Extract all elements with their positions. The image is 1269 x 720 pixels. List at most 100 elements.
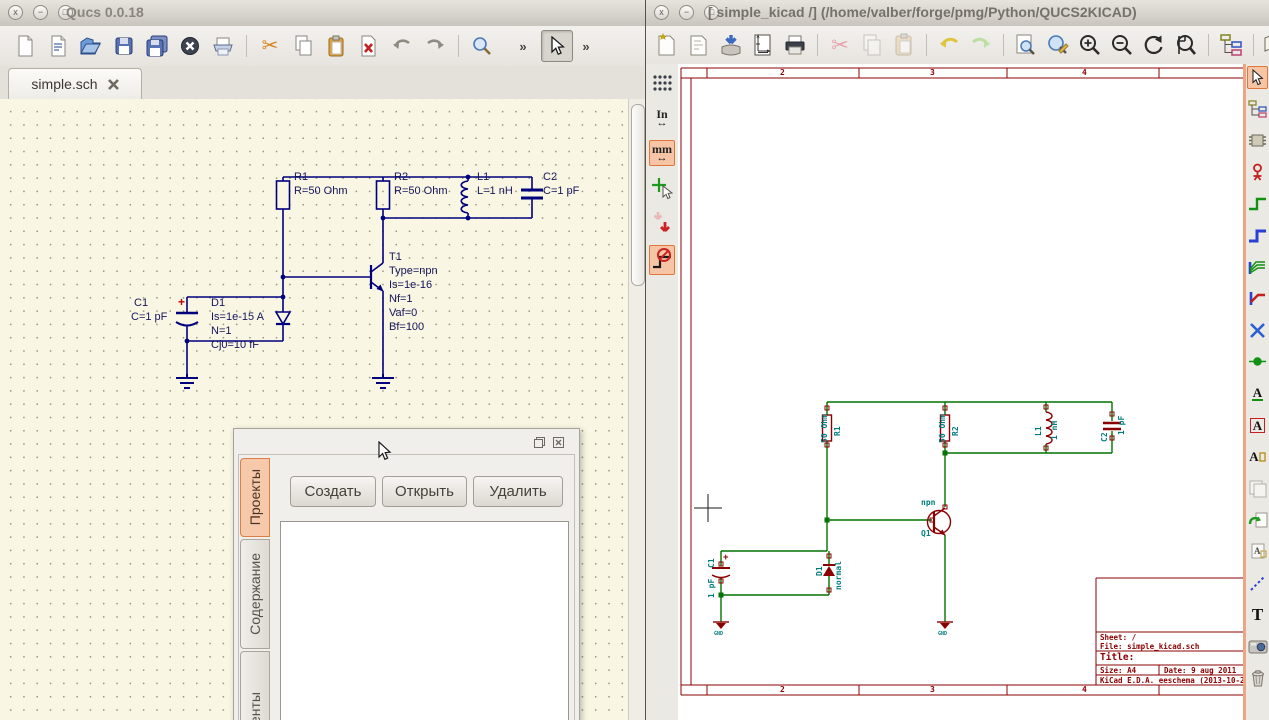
place-text-icon[interactable]: T bbox=[1251, 604, 1264, 624]
open-project-button[interactable]: Открыть bbox=[382, 476, 467, 507]
save-all-documents-icon[interactable] bbox=[144, 32, 170, 60]
c1-value-label[interactable]: 1 pF bbox=[707, 578, 716, 598]
place-bus-to-bus-entry-icon[interactable] bbox=[1247, 287, 1268, 310]
qucs-resistor-r1[interactable] bbox=[275, 177, 291, 277]
t1-ref-label[interactable]: T1 bbox=[389, 251, 402, 263]
copy-icon[interactable] bbox=[859, 31, 885, 59]
q1-ref-label[interactable]: Q1 bbox=[921, 529, 931, 538]
place-global-label-icon[interactable]: A bbox=[1247, 414, 1268, 437]
refresh-icon[interactable] bbox=[1141, 31, 1167, 59]
unit-millimeters-icon[interactable]: mm↔ bbox=[649, 140, 675, 166]
kicad-wires[interactable] bbox=[720, 401, 1113, 622]
close-document-icon[interactable] bbox=[177, 32, 203, 60]
cut-icon[interactable]: ✂ bbox=[831, 33, 849, 57]
tab-content[interactable]: Содержание bbox=[240, 539, 270, 649]
save-schematic-icon[interactable] bbox=[718, 31, 744, 59]
import-sheet-pin-icon[interactable] bbox=[1247, 508, 1268, 531]
place-junction-icon[interactable] bbox=[1247, 350, 1268, 373]
qucs-inductor-l1[interactable] bbox=[460, 177, 469, 218]
place-hierarchical-label-icon[interactable]: A bbox=[1247, 445, 1268, 468]
redo-icon[interactable] bbox=[422, 32, 448, 60]
place-net-label-icon[interactable]: A bbox=[1251, 384, 1264, 401]
project-dialog[interactable]: Проекты Содержание Компоненты Создать От… bbox=[233, 428, 580, 720]
unit-inches-icon[interactable]: In↔ bbox=[656, 106, 668, 129]
place-bus-icon[interactable] bbox=[1247, 224, 1268, 247]
tab-simple-sch[interactable]: simple.sch bbox=[8, 68, 142, 99]
kicad-ground[interactable] bbox=[937, 621, 953, 629]
maximize-window-button[interactable]: □ bbox=[58, 5, 73, 20]
zoom-fit-page-icon[interactable] bbox=[1013, 31, 1039, 59]
close-window-button[interactable]: x bbox=[8, 5, 23, 20]
kicad-schematic-canvas[interactable]: 2 3 4 2 3 4 Sheet: / File: simple_kicad.… bbox=[678, 64, 1244, 720]
l1-value-label[interactable]: L=1 nH bbox=[477, 185, 513, 197]
d1-ref-label[interactable]: D1 bbox=[211, 297, 226, 309]
d1-model-label[interactable]: normal bbox=[834, 561, 843, 590]
d1-param-label[interactable]: Is=1e-15 A bbox=[211, 311, 264, 323]
select-pointer-icon[interactable] bbox=[1247, 66, 1268, 89]
t1-param-label[interactable]: Bf=100 bbox=[389, 321, 425, 333]
cut-icon[interactable]: ✂ bbox=[261, 35, 279, 57]
toolbar-overflow-icon[interactable]: » bbox=[582, 38, 590, 54]
qucs-titlebar[interactable]: x − □ Qucs 0.0.18 bbox=[0, 0, 645, 27]
show-hidden-pins-icon[interactable] bbox=[649, 210, 675, 236]
page-settings-icon[interactable] bbox=[750, 31, 776, 59]
kicad-titlebar[interactable]: x − □ [ simple_kicad /] (/home/valber/fo… bbox=[646, 0, 1269, 27]
tab-projects[interactable]: Проекты bbox=[240, 458, 270, 537]
place-image-icon[interactable] bbox=[1247, 635, 1268, 658]
new-schematic-icon[interactable] bbox=[654, 31, 680, 59]
t1-param-label[interactable]: Is=1e-16 bbox=[389, 279, 433, 291]
select-pointer-button[interactable] bbox=[541, 30, 573, 62]
place-wire-to-bus-entry-icon[interactable] bbox=[1247, 256, 1268, 279]
library-browser-icon[interactable] bbox=[1263, 31, 1269, 59]
place-component-icon[interactable] bbox=[1247, 129, 1268, 152]
place-wire-icon[interactable] bbox=[1247, 192, 1268, 215]
kicad-schematic-drawing[interactable] bbox=[678, 64, 1244, 720]
paste-icon[interactable] bbox=[323, 32, 349, 60]
r2-ref-label[interactable]: R2 bbox=[951, 426, 960, 436]
delete-icon[interactable] bbox=[356, 32, 382, 60]
dock-float-icon[interactable] bbox=[533, 436, 546, 449]
kicad-inductor-l1[interactable] bbox=[1045, 411, 1053, 445]
new-text-document-icon[interactable] bbox=[45, 32, 71, 60]
place-power-port-icon[interactable] bbox=[1247, 161, 1268, 184]
tab-close-icon[interactable] bbox=[107, 78, 119, 90]
qucs-transistor-t1[interactable] bbox=[369, 262, 384, 374]
d1-ref-label[interactable]: D1 bbox=[815, 566, 824, 576]
r2-value-label[interactable]: 50 Ohm bbox=[938, 414, 947, 443]
open-document-icon[interactable] bbox=[78, 32, 104, 60]
r1-value-label[interactable]: R=50 Ohm bbox=[294, 185, 348, 197]
place-sheet-pin-icon[interactable]: A bbox=[1247, 540, 1268, 563]
place-graphic-line-icon[interactable] bbox=[1247, 572, 1268, 595]
r1-ref-label[interactable]: R1 bbox=[833, 426, 842, 436]
c1-value-label[interactable]: C=1 pF bbox=[131, 311, 168, 323]
t1-param-label[interactable]: Nf=1 bbox=[389, 293, 413, 305]
print-icon[interactable] bbox=[782, 31, 808, 59]
d1-param-label[interactable]: Cj0=10 fF bbox=[211, 339, 259, 351]
toolbar-overflow-icon[interactable]: » bbox=[519, 38, 527, 54]
dock-close-icon[interactable] bbox=[552, 436, 565, 449]
grid-visibility-icon[interactable] bbox=[649, 70, 675, 96]
l1-ref-label[interactable]: L1 bbox=[477, 171, 490, 183]
zoom-redraw-icon[interactable] bbox=[1045, 31, 1071, 59]
kicad-ground[interactable] bbox=[713, 621, 729, 629]
kicad-capacitor-c2[interactable] bbox=[1103, 421, 1121, 431]
save-document-icon[interactable] bbox=[111, 32, 137, 60]
place-no-connect-icon[interactable] bbox=[1247, 319, 1268, 342]
c1-ref-label[interactable]: C1 bbox=[707, 558, 716, 568]
c2-value-label[interactable]: C=1 pF bbox=[543, 185, 580, 197]
close-window-button[interactable]: x bbox=[654, 5, 669, 20]
paste-icon[interactable] bbox=[891, 31, 917, 59]
minimize-window-button[interactable]: − bbox=[33, 5, 48, 20]
r1-value-label[interactable]: 50 Ohm bbox=[820, 414, 829, 443]
qucs-diode-d1[interactable] bbox=[274, 311, 292, 341]
qucs-capacitor-c2[interactable] bbox=[521, 177, 543, 218]
zoom-selection-icon[interactable] bbox=[1173, 31, 1199, 59]
kicad-capacitor-c1[interactable] bbox=[711, 567, 731, 579]
maximize-window-button[interactable]: □ bbox=[704, 5, 719, 20]
c2-ref-label[interactable]: C2 bbox=[1100, 432, 1109, 442]
hierarchy-navigator-icon[interactable] bbox=[1218, 31, 1244, 59]
open-schematic-icon[interactable] bbox=[686, 31, 712, 59]
delete-project-button[interactable]: Удалить bbox=[473, 476, 563, 507]
hierarchy-navigation-icon[interactable] bbox=[1247, 98, 1268, 121]
t1-param-label[interactable]: Type=npn bbox=[389, 265, 438, 277]
